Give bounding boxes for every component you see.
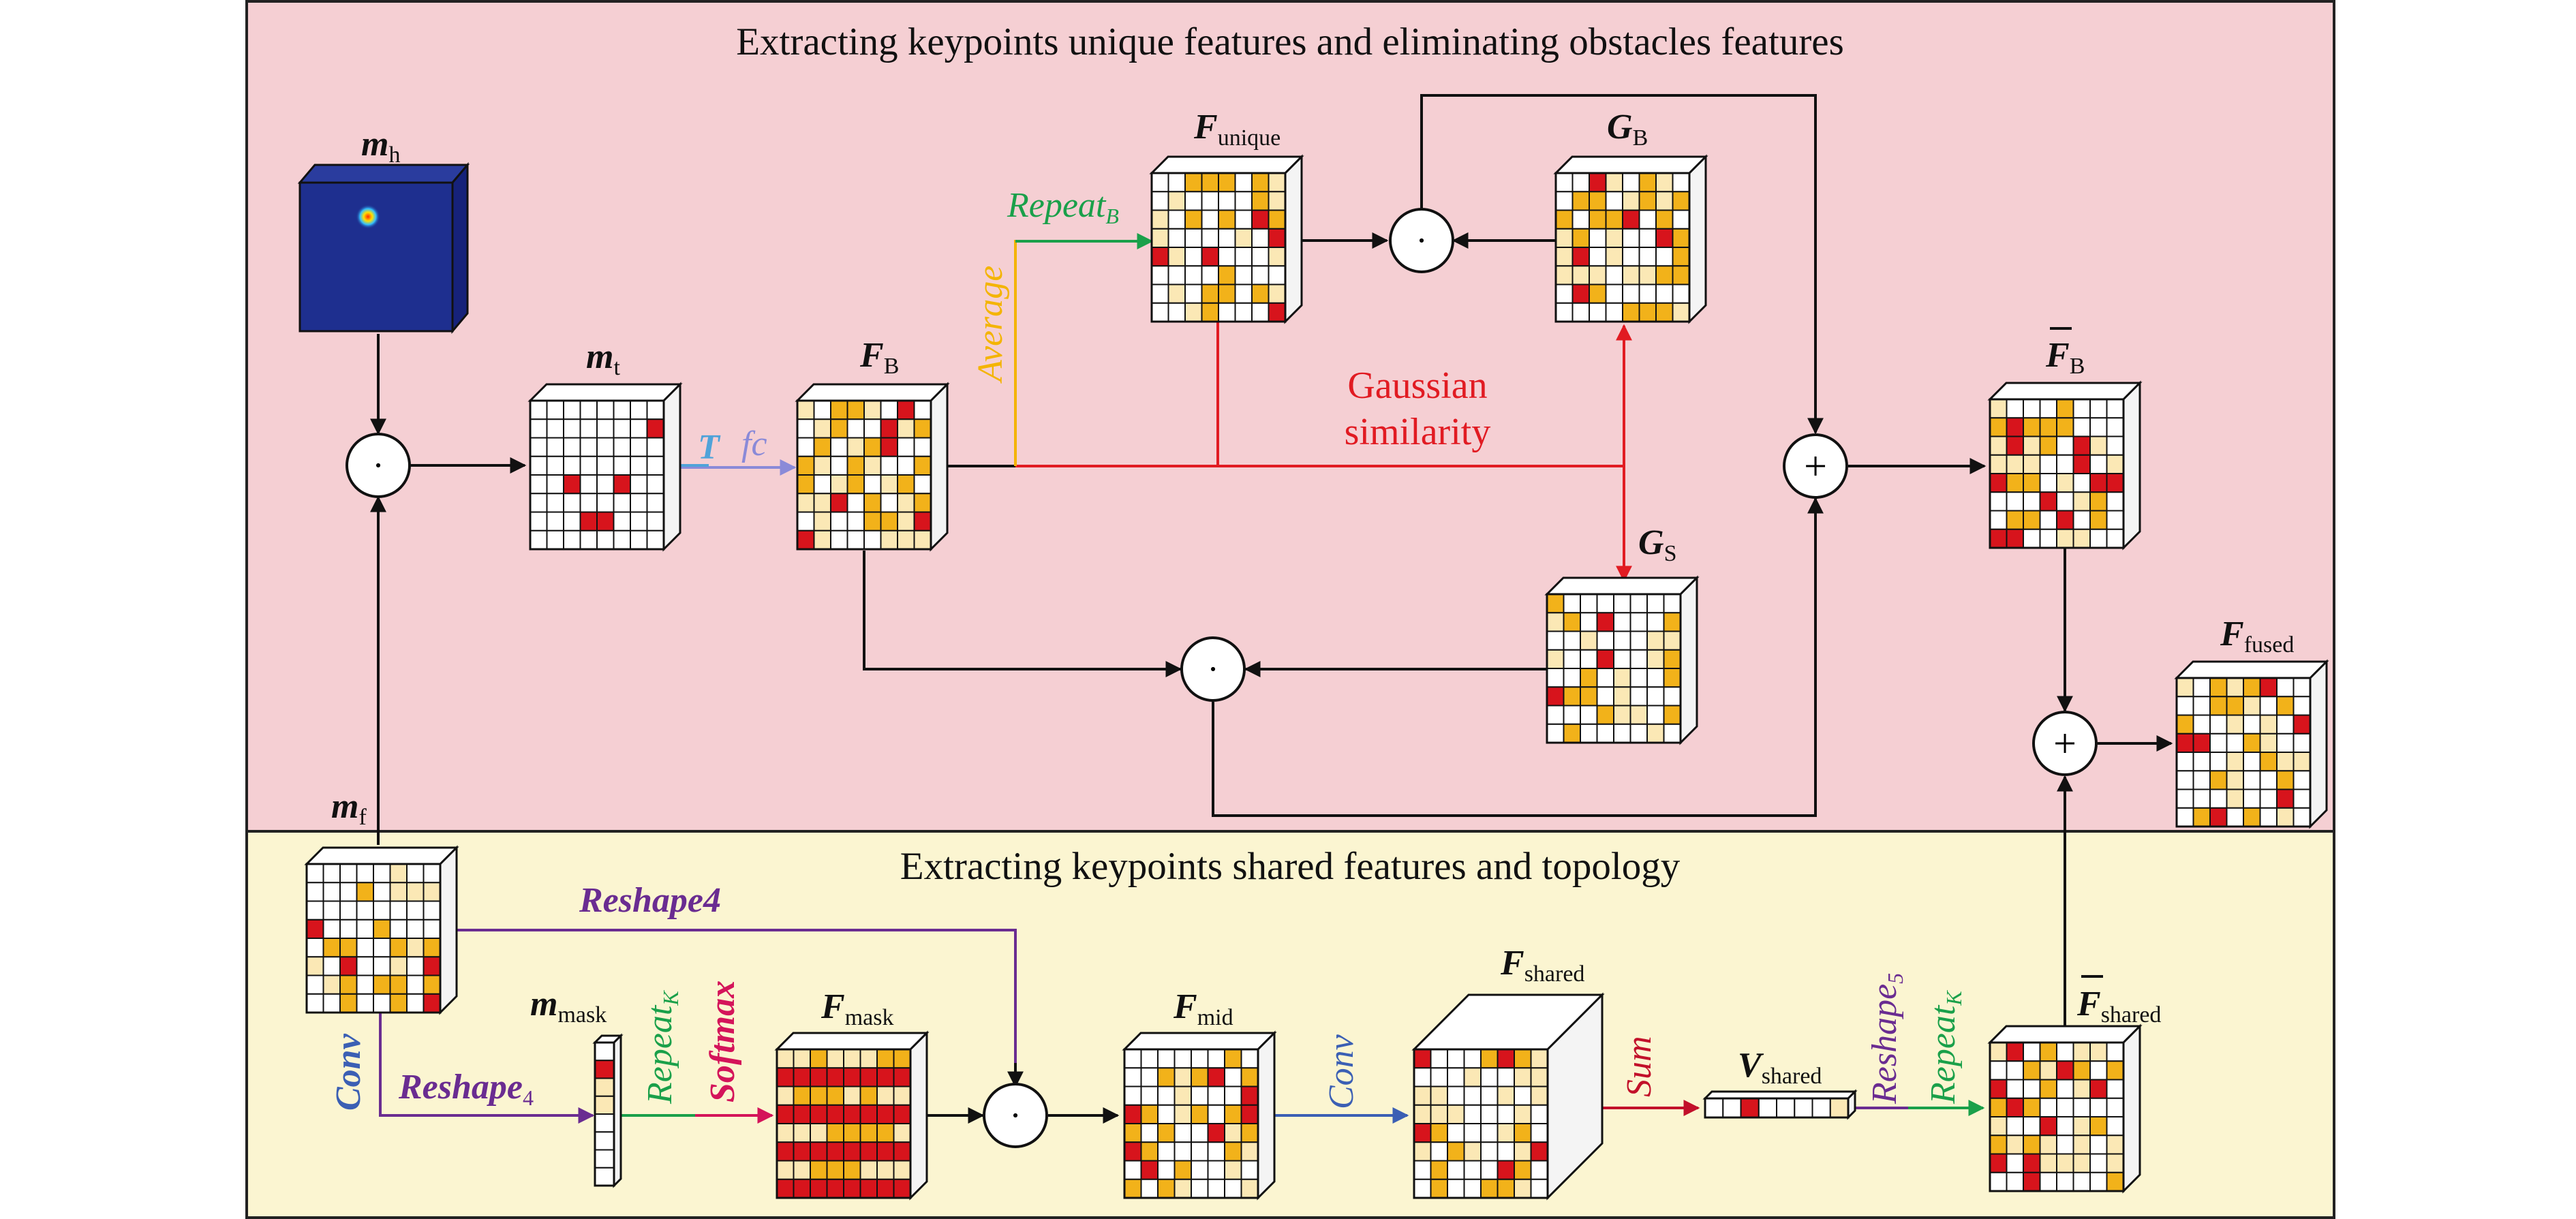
op-conv-mid: Conv — [1322, 1034, 1361, 1109]
top-panel-title: Extracting keypoints unique features and… — [736, 20, 1844, 63]
dot-operator-3: · — [1180, 636, 1246, 702]
op-repeat-k-1: RepeatK — [641, 990, 683, 1105]
cube-f-shared — [1411, 992, 1605, 1201]
arrow-fb-to-dot3 — [863, 551, 1182, 677]
label-m-mask: mmask — [530, 985, 607, 1028]
op-t: T — [698, 428, 721, 467]
dot-operator-2: · — [1389, 208, 1454, 273]
node-labels: mh mt FB Funique GB GS FB Ffused mf mmas… — [331, 108, 2294, 1089]
dot-operator-1: · — [346, 433, 411, 498]
cube-m-mask — [592, 1033, 624, 1188]
operators: · · · · + + — [346, 208, 2098, 1148]
op-gaussian-1: Gaussian — [1347, 365, 1487, 407]
cube-f-mask — [774, 1030, 930, 1201]
op-gaussian-2: similarity — [1345, 411, 1491, 453]
op-average: Average — [971, 266, 1010, 384]
label-f-mask: Fmask — [821, 987, 893, 1030]
cube-f-fused — [2174, 659, 2329, 829]
label-f-unique: Funique — [1193, 108, 1281, 151]
svg-text:Fshared: Fshared — [2076, 985, 2161, 1028]
label-f-b: FB — [859, 336, 899, 379]
op-repeat-b: RepeatB — [1007, 186, 1119, 228]
label-f-bar-b: FB — [2045, 327, 2085, 379]
cube-m-t — [527, 382, 683, 552]
op-reshape-4: Reshape4 — [398, 1068, 534, 1110]
op-conv-left: Conv — [329, 1033, 368, 1111]
cube-g-s — [1544, 575, 1700, 745]
cube-v-shared — [1702, 1089, 1858, 1120]
svg-text:·: · — [1415, 221, 1427, 260]
dot-operator-4: · — [983, 1083, 1048, 1148]
svg-text:·: · — [1009, 1096, 1021, 1135]
plus-operator-1: + — [1783, 433, 1848, 499]
label-m-t: mt — [586, 337, 620, 380]
plus-operator-2: + — [2032, 711, 2098, 776]
svg-text:FB: FB — [2045, 336, 2085, 379]
label-m-f: mf — [331, 787, 367, 830]
cube-f-bar-b — [1987, 380, 2143, 551]
arrow-reshape4-to-dot4 — [453, 929, 1017, 1083]
operation-labels: Average RepeatB T fc Gaussian similarity… — [329, 186, 1966, 1111]
svg-text:·: · — [372, 446, 384, 485]
op-fc: fc — [741, 425, 767, 463]
op-repeat-k-2: RepeatK — [1924, 990, 1966, 1105]
svg-text:+: + — [1804, 444, 1827, 489]
label-f-fused: Ffused — [2220, 615, 2294, 658]
label-f-shared: Fshared — [1500, 944, 1584, 987]
op-reshape4-top: Reshape4 — [579, 881, 721, 920]
cube-g-b — [1553, 154, 1708, 324]
cube-m-f — [304, 845, 459, 1015]
svg-text:+: + — [2053, 721, 2076, 766]
cube-f-bar-shared — [1987, 1023, 2143, 1194]
label-f-mid: Fmid — [1173, 987, 1233, 1030]
arrow-dot2-to-plus — [1420, 94, 1824, 435]
svg-text:·: · — [1207, 650, 1218, 689]
op-sum: Sum — [1620, 1036, 1659, 1097]
heatmap-cube-mh — [297, 161, 470, 335]
arrow-conv-reshape — [379, 1011, 595, 1124]
label-f-bar-shared: Fshared — [2076, 975, 2161, 1028]
label-g-b: GB — [1607, 108, 1648, 151]
label-m-h: mh — [361, 125, 400, 168]
op-reshape-5: Reshape5 — [1865, 973, 1907, 1105]
cube-f-unique — [1149, 154, 1304, 324]
op-softmax: Softmax — [703, 981, 742, 1102]
bottom-panel-title: Extracting keypoints shared features and… — [900, 845, 1681, 888]
arrow-dot3-to-plus — [1212, 497, 1824, 817]
cube-f-b — [795, 382, 950, 552]
cube-f-mid — [1122, 1030, 1277, 1201]
label-g-s: GS — [1638, 523, 1676, 566]
feature-map-cubes — [304, 154, 2329, 1201]
label-v-shared: Vshared — [1738, 1046, 1822, 1089]
